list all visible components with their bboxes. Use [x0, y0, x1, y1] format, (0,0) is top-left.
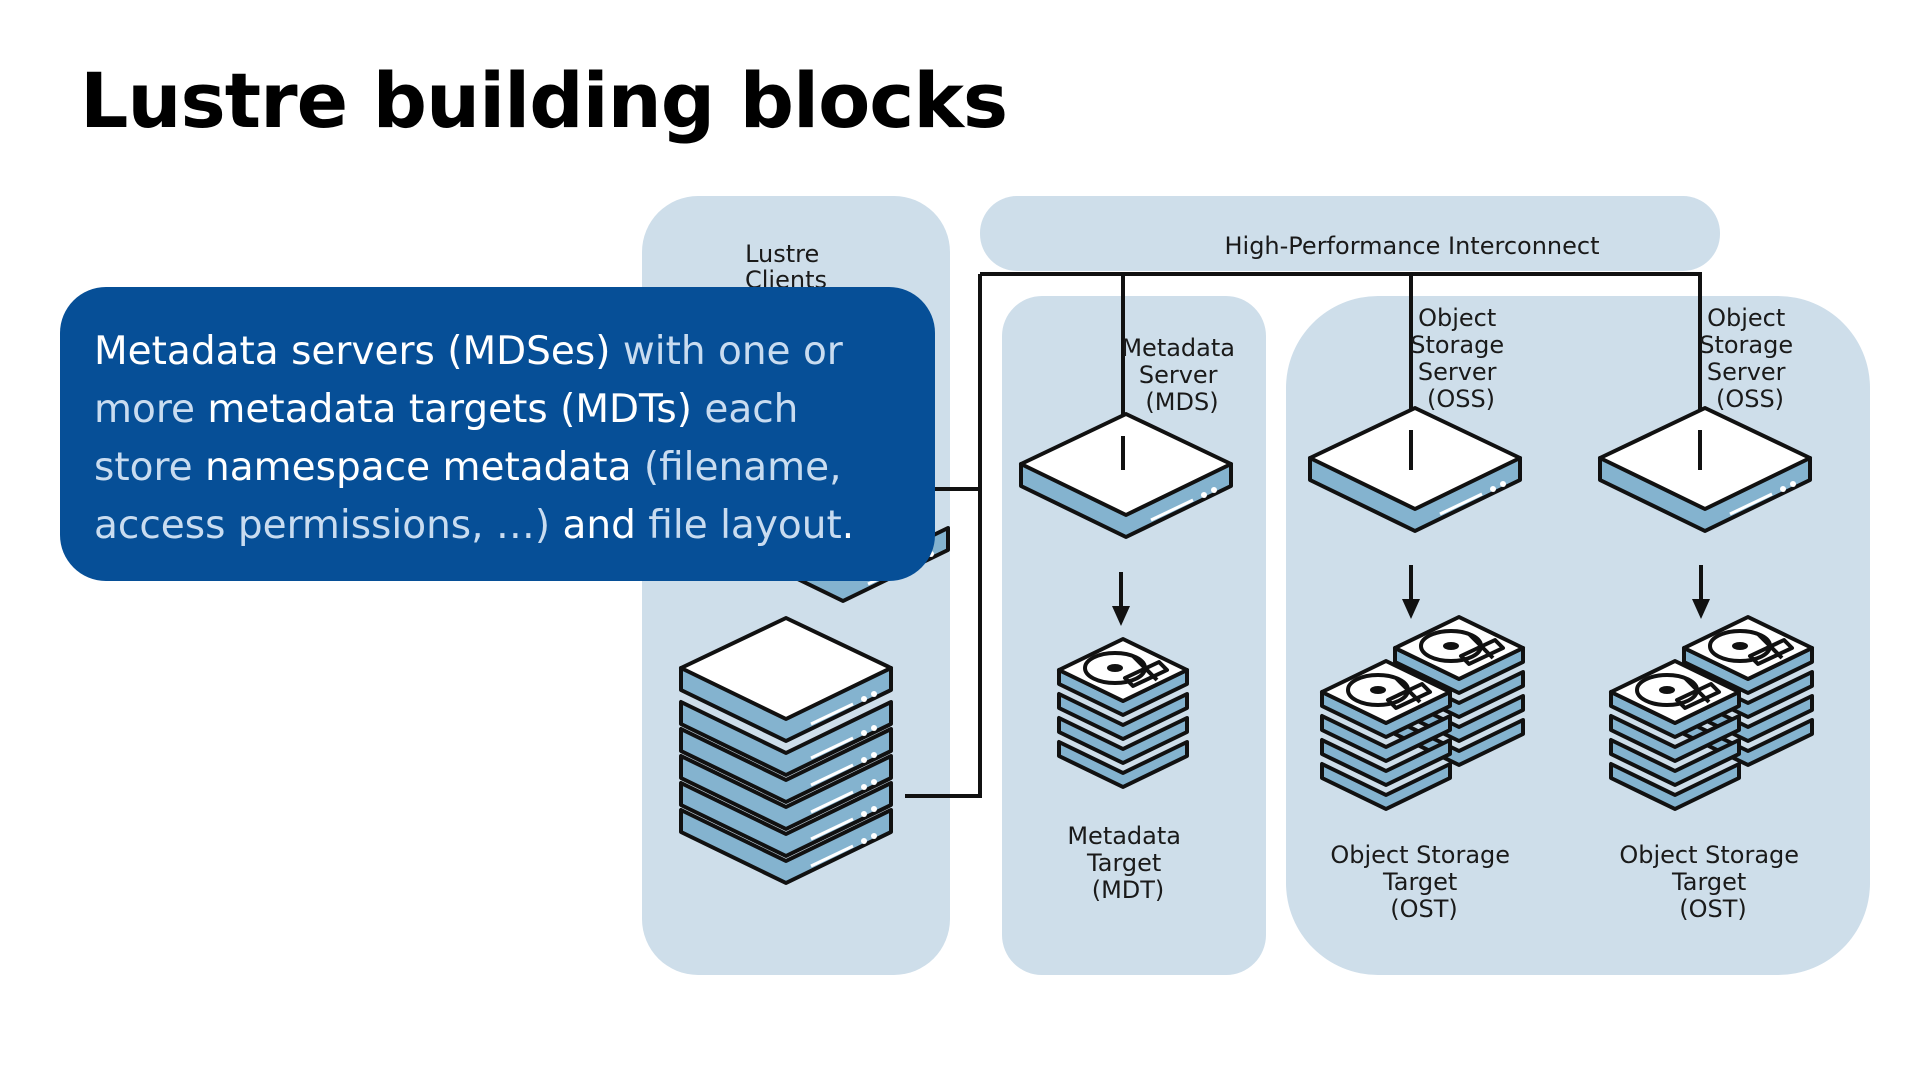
disk-stack-icon: [1322, 661, 1450, 809]
callout-part: [636, 503, 648, 548]
mds-label: Metadata Server (MDS): [1121, 334, 1242, 416]
interconnect-bar: [980, 196, 1720, 271]
oss1-label: Object Storage Server (OSS): [1410, 304, 1512, 413]
slide-title: Lustre building blocks: [80, 56, 1008, 145]
callout-part: with one or more: [94, 329, 843, 432]
callout-part: each store: [94, 387, 799, 490]
callout-part: (filename, access permissions, …): [94, 445, 842, 548]
ost2-label: Object Storage Target (OST): [1619, 841, 1806, 923]
oss2-label: Object Storage Server (OSS): [1699, 304, 1801, 413]
callout-part: file layout: [648, 503, 842, 548]
mdt-label: Metadata Target (MDT): [1067, 822, 1188, 904]
interconnect-label: High-Performance Interconnect: [1224, 232, 1599, 260]
arrows: [1112, 565, 1710, 626]
callout-part: Metadata servers (MDSes): [94, 329, 611, 374]
callout-text: Metadata servers (MDSes) with one or mor…: [94, 323, 901, 555]
clients-label: Lustre Clients: [745, 240, 827, 294]
callout-part: metadata targets (MDTs): [207, 387, 692, 432]
disk-stack-icon: [1059, 639, 1187, 787]
ost1-label: Object Storage Target (OST): [1330, 841, 1517, 923]
disk-stack-icon: [1611, 661, 1739, 809]
callout-part: .: [841, 503, 855, 548]
callout-part: and: [562, 503, 636, 548]
callout-part: namespace metadata: [205, 445, 632, 490]
metadata-callout: Metadata servers (MDSes) with one or mor…: [60, 287, 935, 581]
